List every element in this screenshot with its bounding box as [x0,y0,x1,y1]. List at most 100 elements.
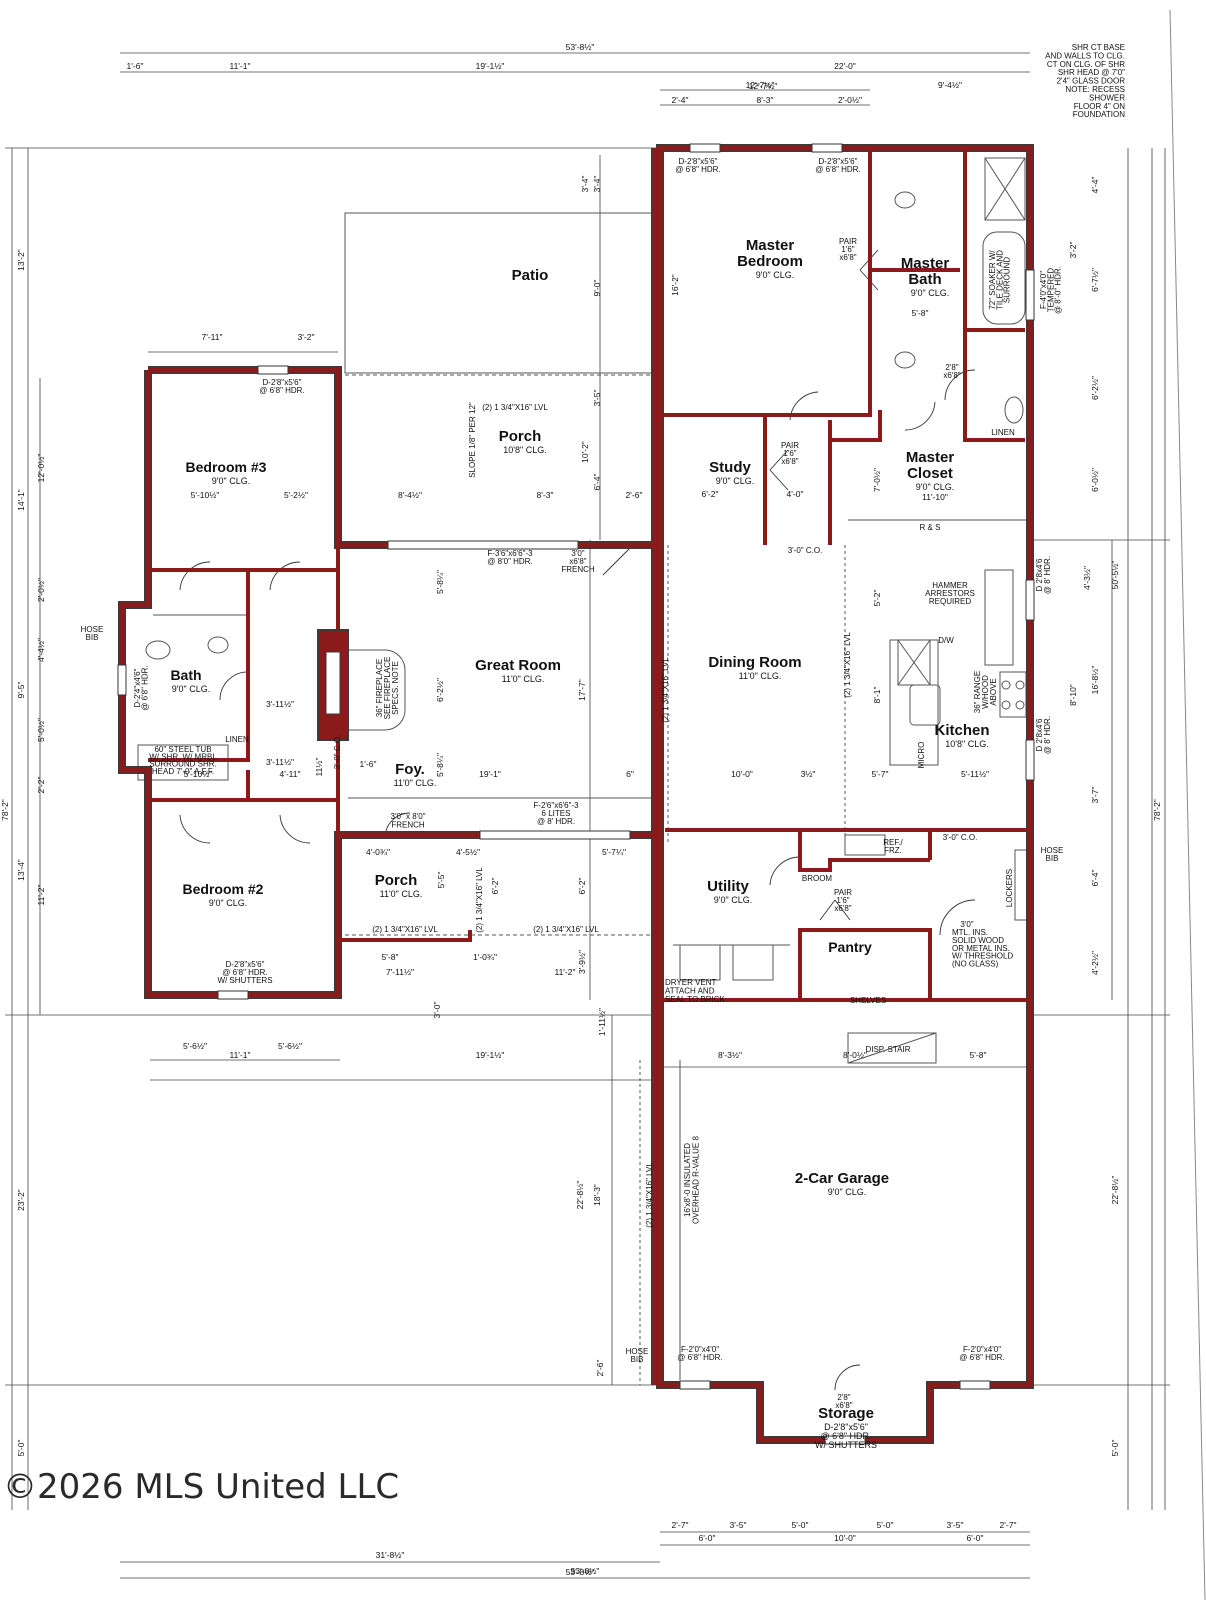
note-d-k1: D 2'8x4'6@ 8' HDR. [1035,556,1052,594]
dimension-label: 22'-0" [834,61,856,71]
ceiling-height: 11'0" CLG. [502,674,545,684]
dimension-label: 12'-0½" [36,454,46,483]
overall-width-top: 53'-8½" [566,42,595,52]
dimension-label: 8'-3" [757,95,774,105]
room-name: Storage [818,1405,874,1422]
overall-width-bottom: 53'-8½" [566,1567,595,1577]
dimension-label: 2'-4" [672,95,689,105]
dimension-label: 8'-3" [537,490,554,500]
room-name: Study [709,459,751,476]
dimension-label: 19'-1" [479,769,501,779]
dimension-label: 3½" [801,769,816,779]
room-name: Patio [512,267,549,284]
page-edge [1169,9,1206,1601]
ceiling-height: 10'8" CLG. [945,739,988,749]
ceiling-height: 9'0" CLG. [911,288,949,298]
dimension-label: 7'-0½" [872,468,882,492]
dimension-label: 5'-2½" [284,490,308,500]
dimension-label: 3'-5" [592,390,602,407]
dimension-label: 3'-5" [947,1520,964,1530]
dimension-label: 1'-11½" [597,1008,607,1036]
dimension-label: 1'-6" [127,61,144,71]
ceiling-height: D-2'8"x5'6"@ 6'8" HDR.W/ SHUTTERS [815,1422,877,1450]
dimension-label: 12'-7½" [749,81,778,91]
dimension-label: 8'-1" [872,687,882,704]
note-lvl-kitchen: (2) 1 3/4"X16" LVL [843,632,852,698]
ceiling-height: 9'0" CLG. [209,898,247,908]
dimension-label: 5'-0" [1110,1440,1120,1457]
note-stor-door: 2'8"x6'8" [835,1393,852,1410]
dimension-label: 31'-8½" [376,1550,405,1560]
dimension-label: 5'-0½" [36,718,46,742]
note-d-mb1: D-2'8"x5'6"@ 6'8" HDR. [675,157,720,174]
dimension-label: 3'-5" [730,1520,747,1530]
dimension-label: 6'-2" [702,489,719,499]
dimension-label: 9'-5" [16,682,26,699]
note-micro: MICRO [917,742,926,769]
dimension-label: 1'-0¾" [473,952,497,962]
dimension-label: 7'-11" [201,332,222,342]
dimension-label: 2'-7" [672,1520,689,1530]
note-d-bath: D-2'4"x4'6"@ 6'8" HDR. [133,665,149,710]
dimension-label: 6'-2½" [1090,376,1100,400]
dimension-label: 13'-2" [16,249,26,271]
dimension-label: 3'-2" [1068,242,1078,259]
dimension-label: 6" [626,769,634,779]
room-name: Porch [375,872,418,889]
dimension-label: 5'-8" [970,1050,987,1060]
room-name: Bedroom #2 [183,881,264,897]
dimension-label: 5'-0" [16,1440,26,1457]
ceiling-height: 10'8" CLG. [503,445,546,455]
note-co1: 3'-0" C.O. [788,546,823,555]
note-lvl-dining: (2) 1 3/4"X16" LVL [661,657,670,723]
room-name: 2-Car Garage [795,1170,889,1187]
note-lockers: LOCKERS [1005,869,1014,907]
dimension-label: 5'-0" [877,1520,894,1530]
dimension-label: 5'-0" [792,1520,809,1530]
note-chim: 3'0" [960,920,973,929]
dimension-label: 4'-0" [787,489,804,499]
note-fireplace: 36" FIREPLACESEE FIREPLACESPECS. NOTE [375,657,400,720]
dimension-label: 50'-5½" [1110,561,1120,590]
note-rs: R & S [920,523,941,532]
dimension-label: 16'-8½" [1090,666,1100,695]
dimension-label: 5'-8" [382,952,399,962]
dimension-label: 5'-6½" [183,1041,207,1051]
ceiling-height: 11'0" CLG. [394,778,437,788]
dimension-label: 5'-7" [872,769,889,779]
overall-depth-left: 78'-2" [0,799,10,821]
dimension-label: 16'-2" [670,274,680,296]
note-shelves: SHELVES [850,996,886,1005]
dimension-label: 4'-4½" [36,638,46,662]
dimension-label: 14'-1" [16,489,26,511]
dimension-label: 5'-5" [436,872,446,889]
dimension-label: 5'-7¼" [602,847,626,857]
dimension-label: 5'-10½" [184,769,213,779]
dimension-label: 18'-3" [592,1184,602,1206]
ceiling-height: 9'0" CLG. [714,895,752,905]
note-f-g1: F-2'0"x4'0"@ 6'8" HDR. [677,1345,722,1362]
dimension-label: 11'-1" [229,1050,250,1060]
dimension-label: 3'-0" [432,1002,442,1019]
dimension-label: 23'-2" [16,1189,26,1211]
door-swings [179,249,976,1391]
note-co3: 3'-0" C.O. [333,735,342,770]
dimension-label: 11'-2" [36,884,46,905]
dimension-label: 2'-0½" [838,95,862,105]
dimension-label: 10'-0" [834,1533,856,1543]
dimension-label: 2'-7" [1000,1520,1017,1530]
dimension-label: 3'-4" [580,176,590,193]
room-name: Pantry [828,939,872,955]
dimension-label: 8'-4½" [398,490,422,500]
ceiling-height: 9'0" CLG. [172,684,210,694]
dimension-label: 4'-11" [279,769,300,779]
dimension-label: 6'-0½" [1090,468,1100,492]
ceiling-height: 9'0" CLG. [756,270,794,280]
dimension-label: 9'-4½" [938,80,962,90]
